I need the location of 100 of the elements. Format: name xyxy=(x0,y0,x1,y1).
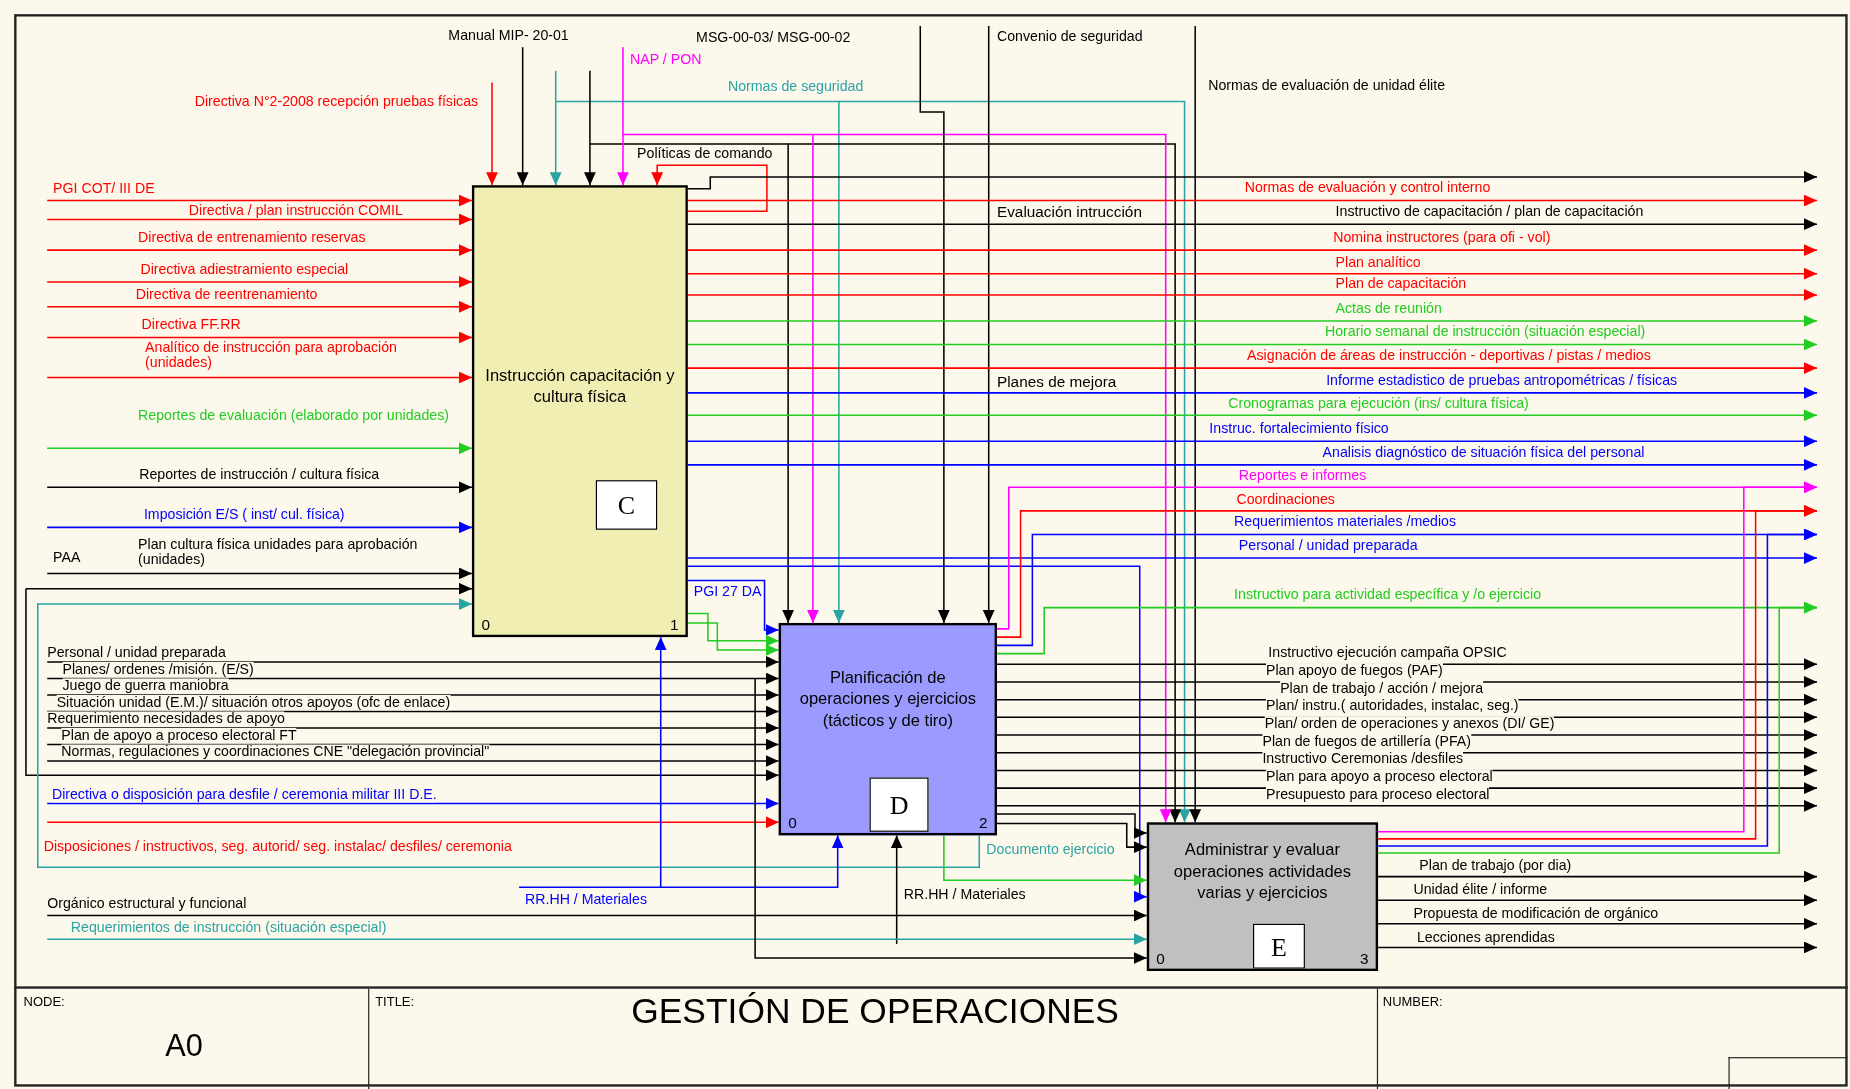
arrow xyxy=(46,933,1148,946)
arrow xyxy=(687,409,1818,422)
corner-number: 1 xyxy=(669,615,679,634)
corner-number: 0 xyxy=(788,814,797,832)
edge-label: Directiva / plan instrucción COMIL xyxy=(188,202,403,219)
edge-label: Orgánico estructural y funcional xyxy=(47,896,247,912)
arrow xyxy=(1377,941,1818,954)
arrow xyxy=(1377,870,1818,883)
activity-box xyxy=(1146,822,1379,971)
arrow xyxy=(659,834,844,888)
arrow xyxy=(46,371,473,384)
arrow xyxy=(46,213,473,226)
arrow xyxy=(687,218,1818,231)
arrow xyxy=(687,315,1818,327)
arrow xyxy=(46,481,473,494)
edge-label: Horario semanal de instrucción (situación especial) xyxy=(1324,324,1646,340)
arrow xyxy=(687,267,1818,280)
edge-label: Plan de trabajo / acción / mejora xyxy=(1280,680,1484,697)
edge-label: Requerimientos materiales /medios xyxy=(1234,514,1457,530)
edge-label: Imposición E/S ( inst/ cul. física) xyxy=(143,507,345,523)
edge-label: Analisis diagnóstico de situación física del personal xyxy=(1322,444,1645,461)
arrow xyxy=(687,338,1818,351)
arrow xyxy=(943,834,1148,887)
arrow xyxy=(754,677,1148,964)
arrow xyxy=(46,816,780,829)
corner-number: 2 xyxy=(979,814,988,832)
activity-box xyxy=(471,185,688,638)
arrow xyxy=(996,799,1818,812)
edge-label: Presupuesto para proceso electoral xyxy=(1266,786,1490,803)
diagram-title: GESTIÓN DE OPERACIONES xyxy=(631,991,1119,1032)
arrow xyxy=(622,133,819,624)
arrow xyxy=(651,164,768,212)
arrow xyxy=(516,46,529,186)
arrow xyxy=(589,143,795,624)
arrow xyxy=(46,194,473,207)
arrow xyxy=(584,70,596,186)
arrow xyxy=(687,612,780,647)
arrow xyxy=(46,300,473,313)
edge-label: Convenio de seguridad xyxy=(996,29,1143,45)
edge-label: Informe estadistico de pruebas antropométricas / físicas xyxy=(1326,372,1678,389)
arrow xyxy=(687,565,1148,903)
arrow xyxy=(687,244,1818,257)
arrow xyxy=(996,822,1148,854)
edge-label: Nomina instructores (para ofi - vol) xyxy=(1333,230,1551,246)
arrow xyxy=(687,622,780,656)
arrow xyxy=(46,567,473,580)
edge-label: Plan de trabajo (por dia) xyxy=(1419,857,1572,874)
edge-label: Reportes e informes xyxy=(1238,468,1367,484)
corner-number: 0 xyxy=(481,615,490,634)
arrow xyxy=(996,813,1148,839)
arrow xyxy=(1377,894,1818,907)
edge-label: Normas de evaluación y control interno xyxy=(1244,180,1491,196)
edge-label: Plan de capacitación xyxy=(1335,276,1467,292)
arrow xyxy=(838,100,1191,824)
activity-box xyxy=(778,622,997,836)
arrow xyxy=(37,598,981,868)
activity-name: Administrar y evaluar operaciones actividades varias y ejercicios xyxy=(1172,839,1353,903)
arrow xyxy=(687,552,1818,564)
corner-number: 0 xyxy=(1156,949,1165,968)
box-letter: C xyxy=(595,480,658,530)
edge-label: Lecciones aprendidas xyxy=(1417,929,1555,946)
edge-label: Cronogramas para ejecución (ins/ cultura física) xyxy=(1228,396,1529,412)
arrow xyxy=(46,244,473,257)
arrow xyxy=(1189,25,1202,824)
edge-label: Plan/ instru.( autoridades, instalac, seg.) xyxy=(1266,698,1519,714)
edge-label: Personal / unidad preparada xyxy=(1238,538,1418,554)
arrow xyxy=(982,25,995,624)
corner-number: 3 xyxy=(1360,949,1369,968)
arrow xyxy=(687,579,780,636)
edge-label: Requerimiento necesidades de apoyo xyxy=(47,711,285,727)
arrow xyxy=(1377,601,1818,854)
edge-label: Instructivo de capacitación / plan de capacitación xyxy=(1335,204,1644,220)
arrow xyxy=(46,909,1148,922)
arrow xyxy=(687,435,1818,448)
arrow xyxy=(46,521,473,534)
edge-label: Situación unidad (E.M.)/ situación otros apoyos (ofc de enlace) xyxy=(56,694,451,711)
arrow xyxy=(46,755,780,767)
edge-label: Juego de guerra maniobra xyxy=(62,678,229,694)
edge-label: Instructivo ejecución campaña OPSIC xyxy=(1268,645,1507,661)
activity-name: Planificación de operaciones y ejercicios (tácticos y de tiro) xyxy=(798,666,977,731)
arrow xyxy=(46,331,473,344)
arrow xyxy=(687,362,1818,374)
edge-label: Reportes de instrucción / cultura física xyxy=(139,467,380,483)
edge-label: Plan de apoyo a proceso electoral FT xyxy=(61,727,297,744)
edge-label: Planes/ ordenes /misión. (E/S) xyxy=(62,661,254,678)
arrow xyxy=(687,171,1818,190)
edge-label: Instructivo para actividad específica y /o ejercicio xyxy=(1234,587,1542,603)
edge-label: Plan para apoyo a proceso electoral xyxy=(1266,769,1493,785)
arrow xyxy=(25,587,780,782)
arrow xyxy=(25,582,473,595)
edge-label: Directiva o disposición para desfile / ceremonia militar III D.E. xyxy=(51,786,437,803)
edge-label: Requerimientos de instrucción (situación especial) xyxy=(70,920,387,936)
edge-label: Plan/ orden de operaciones y anexos (DI/ GE) xyxy=(1264,716,1555,732)
arrow xyxy=(46,797,780,810)
edge-label: Normas, regulaciones y coordinaciones CNE "delegación provincial" xyxy=(61,744,490,760)
arrow xyxy=(46,276,473,288)
edge-label: Directiva adiestramiento especial xyxy=(140,261,349,278)
edge-label: Plan apoyo de fuegos (PAF) xyxy=(1266,663,1443,679)
edge-label: Asignación de áreas de instrucción - deportivas / pistas / medios xyxy=(1247,348,1651,364)
arrow xyxy=(919,25,950,624)
